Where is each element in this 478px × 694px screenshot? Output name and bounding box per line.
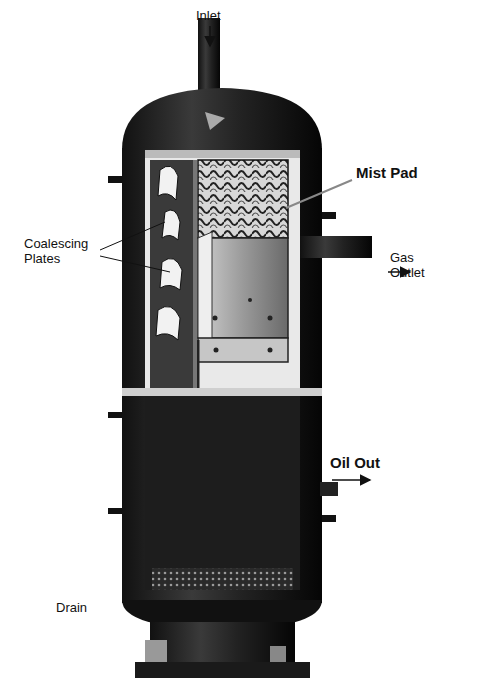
outlet-label: Oil Out	[330, 454, 430, 471]
drain-label: Drain	[56, 600, 126, 615]
outlet-label: Gas Outlet	[390, 250, 450, 280]
part-label: Coalescing Plates	[24, 236, 100, 266]
part-label: Mist Pad	[356, 164, 456, 181]
inlet-label: Inlet	[196, 8, 256, 23]
